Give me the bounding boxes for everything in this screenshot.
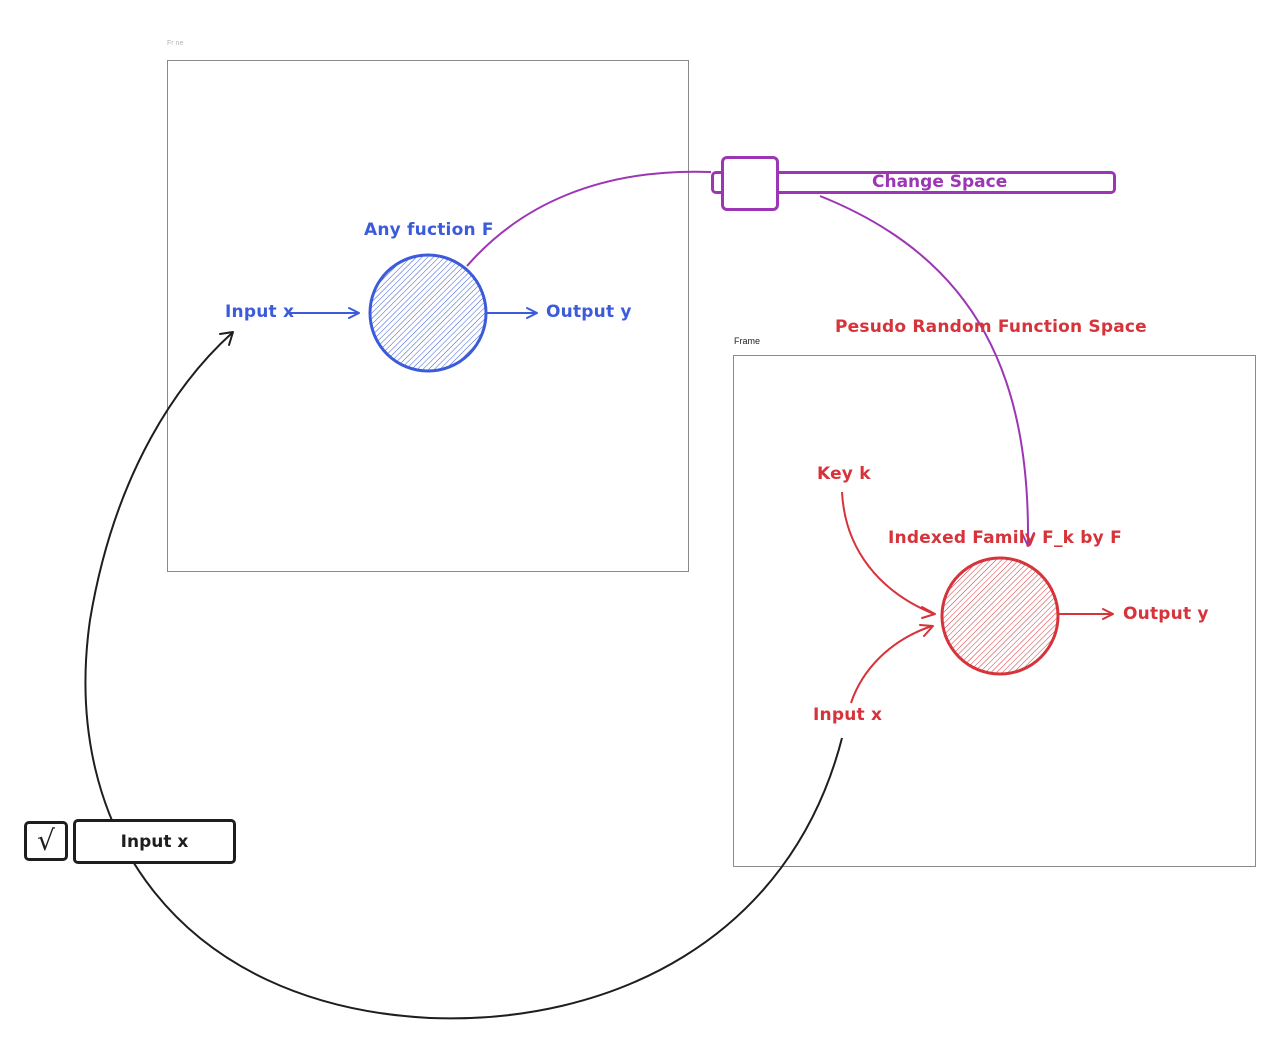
blue-function-label: Any fuction F — [364, 220, 494, 240]
red-output-label: Output y — [1123, 604, 1209, 624]
prf-space-title: Pesudo Random Function Space — [835, 317, 1147, 337]
red-family-circle — [940, 556, 1060, 676]
input-x-box[interactable]: Input x — [73, 819, 236, 864]
frame-prf-space-label: Frame — [734, 336, 761, 346]
blue-input-label: Input x — [225, 302, 295, 322]
red-family-label: Indexed Family F_k by F — [888, 528, 1122, 548]
check-icon: √ — [37, 824, 55, 857]
purple-link-out-head — [1021, 532, 1035, 547]
red-key-arrow — [841, 491, 935, 615]
red-output-arrow-head — [1102, 608, 1114, 620]
change-space-slider-track[interactable] — [711, 171, 1116, 194]
loop-arrow — [84, 332, 843, 1020]
input-x-box-label: Input x — [120, 831, 189, 852]
red-key-arrow-head — [921, 606, 936, 619]
red-input-arrow-head — [919, 624, 934, 637]
frame-any-function-label: Fr ne — [167, 40, 184, 47]
purple-link-in — [466, 170, 712, 267]
red-input-label: Input x — [813, 705, 883, 725]
change-space-label: Change Space — [872, 172, 1008, 192]
loop-arrow-head — [219, 331, 234, 346]
slider-thumb-icon[interactable] — [721, 156, 779, 211]
red-key-label: Key k — [817, 464, 871, 484]
red-input-arrow — [850, 625, 933, 704]
blue-output-label: Output y — [546, 302, 632, 322]
purple-link-out — [819, 195, 1030, 546]
input-checkbox[interactable]: √ — [24, 821, 68, 861]
blue-output-arrow-head — [526, 307, 538, 319]
blue-input-arrow-head — [348, 307, 360, 319]
blue-function-circle — [368, 253, 488, 373]
